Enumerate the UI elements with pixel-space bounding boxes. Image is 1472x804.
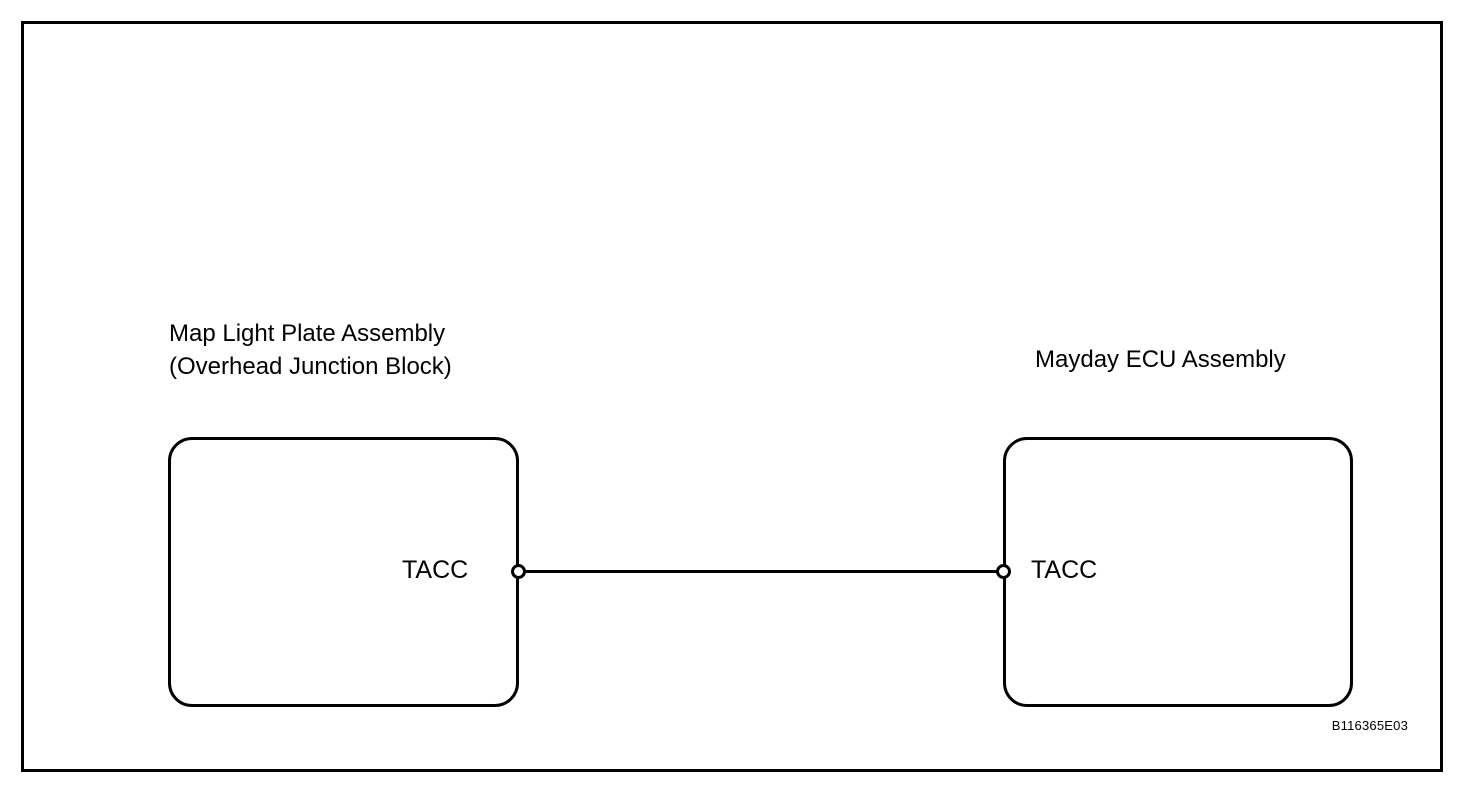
component-label-mayday-ecu-assembly: Mayday ECU Assembly [1035,346,1286,373]
connection-wire [518,570,1004,573]
figure-code: B116365E03 [1331,718,1408,733]
diagram-frame: Map Light Plate Assembly (Overhead Junct… [21,21,1443,772]
terminal-label-left-tacc: TACC [402,556,469,584]
terminal-node-left [511,564,526,579]
component-box-map-light-plate-assembly [168,437,519,707]
component-box-mayday-ecu-assembly [1003,437,1353,707]
terminal-node-right [996,564,1011,579]
component-label-map-light-plate-assembly: Map Light Plate Assembly (Overhead Junct… [169,320,452,380]
terminal-label-right-tacc: TACC [1031,556,1098,584]
